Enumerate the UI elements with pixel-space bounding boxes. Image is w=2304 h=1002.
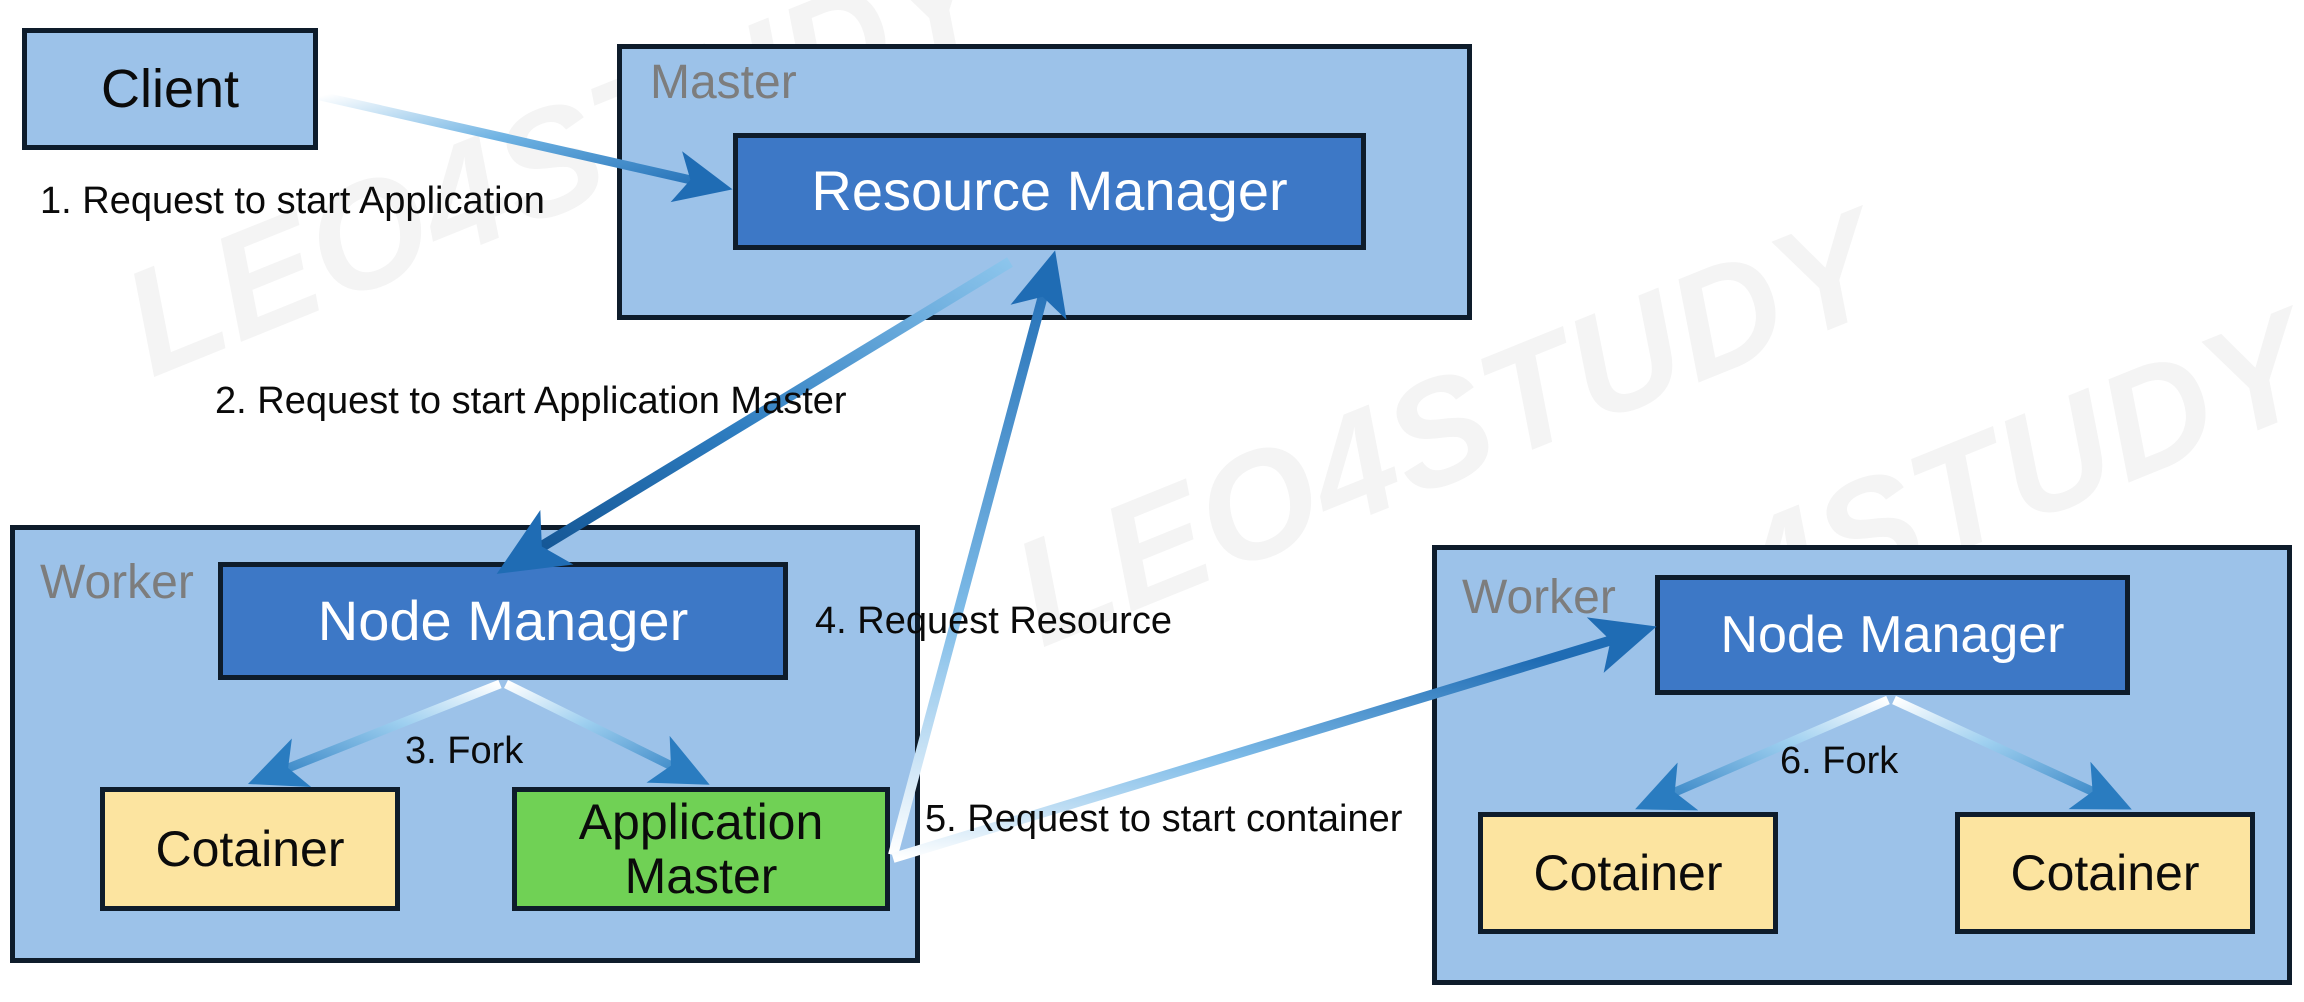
node-client[interactable]: Client xyxy=(22,28,318,150)
edge-label-step-4: 4. Request Resource xyxy=(815,600,1172,642)
node-node-manager-right[interactable]: Node Manager xyxy=(1655,575,2130,695)
edge-label-step-3: 3. Fork xyxy=(405,730,524,772)
application-master-line1: Application xyxy=(578,794,824,850)
group-worker-left-label: Worker xyxy=(40,556,194,609)
node-cotainer-right-2[interactable]: Cotainer xyxy=(1955,812,2255,934)
node-node-manager-left[interactable]: Node Manager xyxy=(218,562,788,680)
edge-label-step-5: 5. Request to start container xyxy=(925,798,1403,840)
node-application-master[interactable]: Application Master xyxy=(512,787,890,911)
application-master-line2: Master xyxy=(624,848,778,904)
node-resource-manager[interactable]: Resource Manager xyxy=(733,133,1366,250)
edge-label-step-6: 6. Fork xyxy=(1780,740,1899,782)
group-master-label: Master xyxy=(650,56,797,109)
node-cotainer-left-1[interactable]: Cotainer xyxy=(100,787,400,911)
edge-label-step-1: 1. Request to start Application xyxy=(40,180,545,222)
edge-label-step-2: 2. Request to start Application Master xyxy=(215,380,847,422)
node-cotainer-right-1[interactable]: Cotainer xyxy=(1478,812,1778,934)
group-worker-right-label: Worker xyxy=(1462,571,1616,624)
